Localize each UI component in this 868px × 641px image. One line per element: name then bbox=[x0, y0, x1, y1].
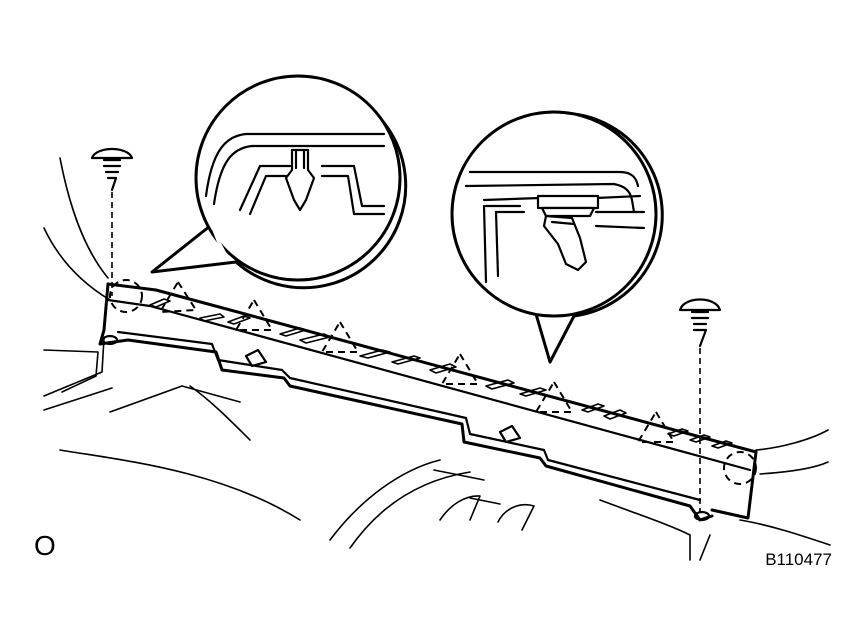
clip-triangle-1 bbox=[159, 281, 197, 313]
clip-detail-left bbox=[150, 74, 408, 290]
trim-panel bbox=[98, 282, 758, 522]
clip-triangle-3 bbox=[321, 321, 359, 353]
clip-engagement-right bbox=[464, 170, 646, 284]
screw-icon bbox=[678, 298, 722, 312]
screw-markers bbox=[109, 279, 757, 485]
clip-triangle-2 bbox=[235, 299, 273, 331]
clip-triangle-4 bbox=[441, 353, 479, 385]
screw-circle-right bbox=[723, 451, 757, 485]
panel-slots bbox=[149, 298, 733, 449]
vehicle-body-lines bbox=[43, 157, 831, 561]
clip-triangle-5 bbox=[535, 381, 573, 413]
screw-left bbox=[90, 147, 134, 296]
clip-detail-right bbox=[450, 110, 664, 364]
clip-markers bbox=[159, 281, 675, 443]
screw-icon bbox=[90, 147, 134, 160]
figure-reference-code: B110477 bbox=[765, 550, 832, 569]
clip-triangle-6 bbox=[637, 411, 675, 443]
figure-corner-label: O bbox=[34, 530, 56, 561]
clip-engagement-left bbox=[204, 132, 386, 216]
screw-circle-left bbox=[109, 279, 143, 313]
screw-right bbox=[678, 298, 722, 512]
